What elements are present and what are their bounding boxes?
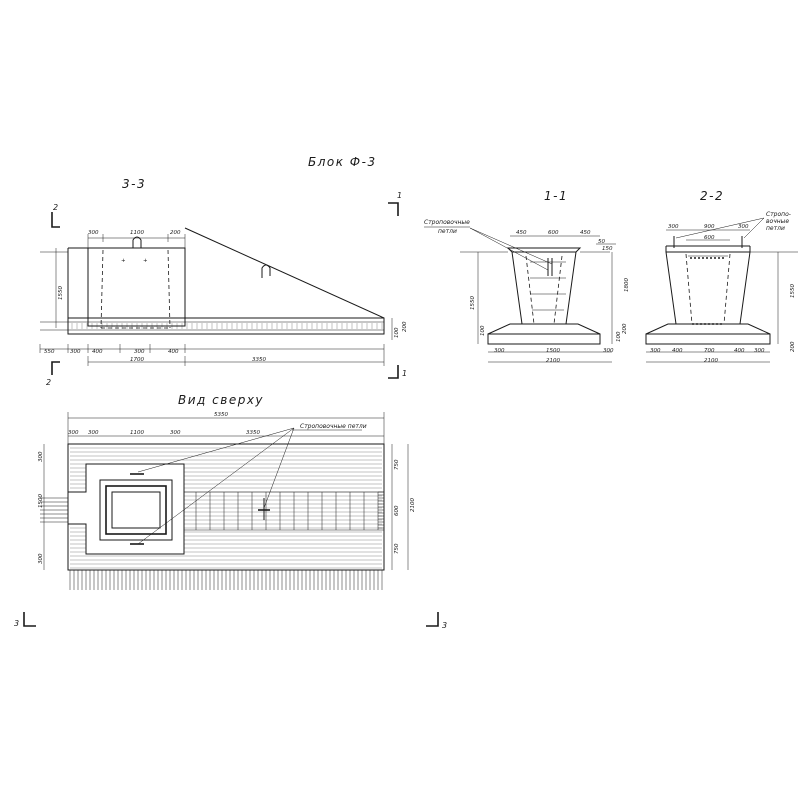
lifting-loop-column (132, 236, 142, 248)
section-2-2: 2-2 Стропо- вочные петли 300 900 300 600… (645, 189, 798, 364)
section-3-3-title: 3-3 (122, 177, 146, 191)
lifting-loops-label-1-1: Строповочные (424, 219, 470, 226)
svg-text:1500: 1500 (38, 494, 44, 508)
svg-text:550: 550 (44, 349, 55, 355)
svg-text:1800: 1800 (624, 278, 630, 292)
svg-text:петли: петли (438, 228, 457, 235)
svg-text:300: 300 (134, 349, 145, 355)
svg-text:900: 900 (704, 224, 715, 230)
svg-text:300: 300 (603, 348, 614, 354)
svg-text:400: 400 (672, 348, 683, 354)
section-marker-3-right: 3 (426, 612, 447, 630)
svg-text:вочные: вочные (766, 218, 789, 225)
section-2-2-base (645, 333, 771, 345)
top-view-title: Вид сверху (178, 393, 264, 407)
section-1-1-base (487, 333, 601, 345)
svg-text:400: 400 (92, 349, 103, 355)
svg-text:300: 300 (38, 451, 44, 462)
svg-text:300: 300 (754, 348, 765, 354)
svg-text:300: 300 (70, 349, 81, 355)
svg-text:50: 50 (598, 239, 605, 245)
section-1-1-title: 1-1 (544, 189, 568, 203)
svg-text:200: 200 (402, 321, 408, 332)
svg-text:3: 3 (442, 621, 447, 630)
svg-text:600: 600 (394, 505, 400, 516)
svg-text:300: 300 (68, 430, 79, 436)
svg-text:750: 750 (394, 459, 400, 470)
svg-text:750: 750 (394, 543, 400, 554)
svg-text:2: 2 (53, 203, 58, 212)
svg-text:2100: 2100 (704, 358, 718, 364)
svg-text:100: 100 (480, 325, 486, 336)
svg-text:2100: 2100 (546, 358, 560, 364)
svg-text:400: 400 (734, 348, 745, 354)
svg-text:450: 450 (516, 230, 527, 236)
lifting-loops-label-2-2: Стропо- (766, 211, 791, 218)
svg-text:200: 200 (170, 230, 181, 236)
svg-text:200: 200 (622, 323, 628, 334)
section-marker-2-bottom: 2 (46, 361, 60, 387)
svg-text:300: 300 (170, 430, 181, 436)
svg-text:200: 200 (790, 341, 796, 352)
section-1-1-stem (511, 251, 577, 325)
svg-text:2: 2 (46, 378, 51, 387)
svg-text:1100: 1100 (130, 430, 144, 436)
svg-text:600: 600 (548, 230, 559, 236)
svg-text:+: + (143, 258, 148, 264)
section-marker-2-top: 2 (51, 203, 60, 228)
svg-text:3350: 3350 (252, 357, 266, 363)
svg-text:3: 3 (14, 619, 19, 628)
svg-text:петли: петли (766, 225, 785, 232)
section-marker-3-left: 3 (14, 612, 36, 628)
svg-text:300: 300 (88, 230, 99, 236)
svg-text:1: 1 (402, 369, 407, 378)
section-2-2-stem (665, 251, 751, 325)
top-view: Вид сверху Строповочные петли (14, 393, 447, 630)
svg-text:1700: 1700 (130, 357, 144, 363)
svg-text:300: 300 (494, 348, 505, 354)
svg-text:400: 400 (168, 349, 179, 355)
svg-text:5350: 5350 (214, 412, 228, 418)
svg-text:150: 150 (602, 246, 613, 252)
svg-text:1550: 1550 (470, 296, 476, 310)
svg-text:100: 100 (394, 327, 400, 338)
svg-text:1550: 1550 (58, 286, 64, 300)
section-2-2-title: 2-2 (700, 189, 724, 203)
section-marker-1-top: 1 (388, 191, 402, 216)
sloped-face (184, 227, 385, 319)
rebar-stubs (69, 570, 383, 590)
svg-text:+: + (121, 258, 126, 264)
svg-text:1550: 1550 (790, 284, 796, 298)
section-3-3: 3-3 2 2 1 1 (39, 177, 408, 387)
svg-text:300: 300 (668, 224, 679, 230)
lifting-loops-label-top: Строповочные петли (300, 423, 367, 430)
svg-text:300: 300 (738, 224, 749, 230)
svg-text:1500: 1500 (546, 348, 560, 354)
section-marker-1-bottom: 1 (388, 365, 407, 379)
drawing-title: Блок Ф-3 (308, 155, 377, 169)
svg-text:1: 1 (397, 191, 402, 200)
svg-text:700: 700 (704, 348, 715, 354)
lifting-loop-slope (261, 264, 271, 278)
svg-text:300: 300 (88, 430, 99, 436)
svg-text:300: 300 (650, 348, 661, 354)
svg-text:600: 600 (704, 235, 715, 241)
svg-text:1100: 1100 (130, 230, 144, 236)
svg-text:3350: 3350 (246, 430, 260, 436)
section-1-1: 1-1 Строповочные петли 450 600 450 50 15… (424, 189, 630, 364)
svg-text:300: 300 (38, 553, 44, 564)
svg-text:450: 450 (580, 230, 591, 236)
svg-text:2100: 2100 (410, 498, 416, 512)
svg-text:100: 100 (616, 331, 622, 342)
